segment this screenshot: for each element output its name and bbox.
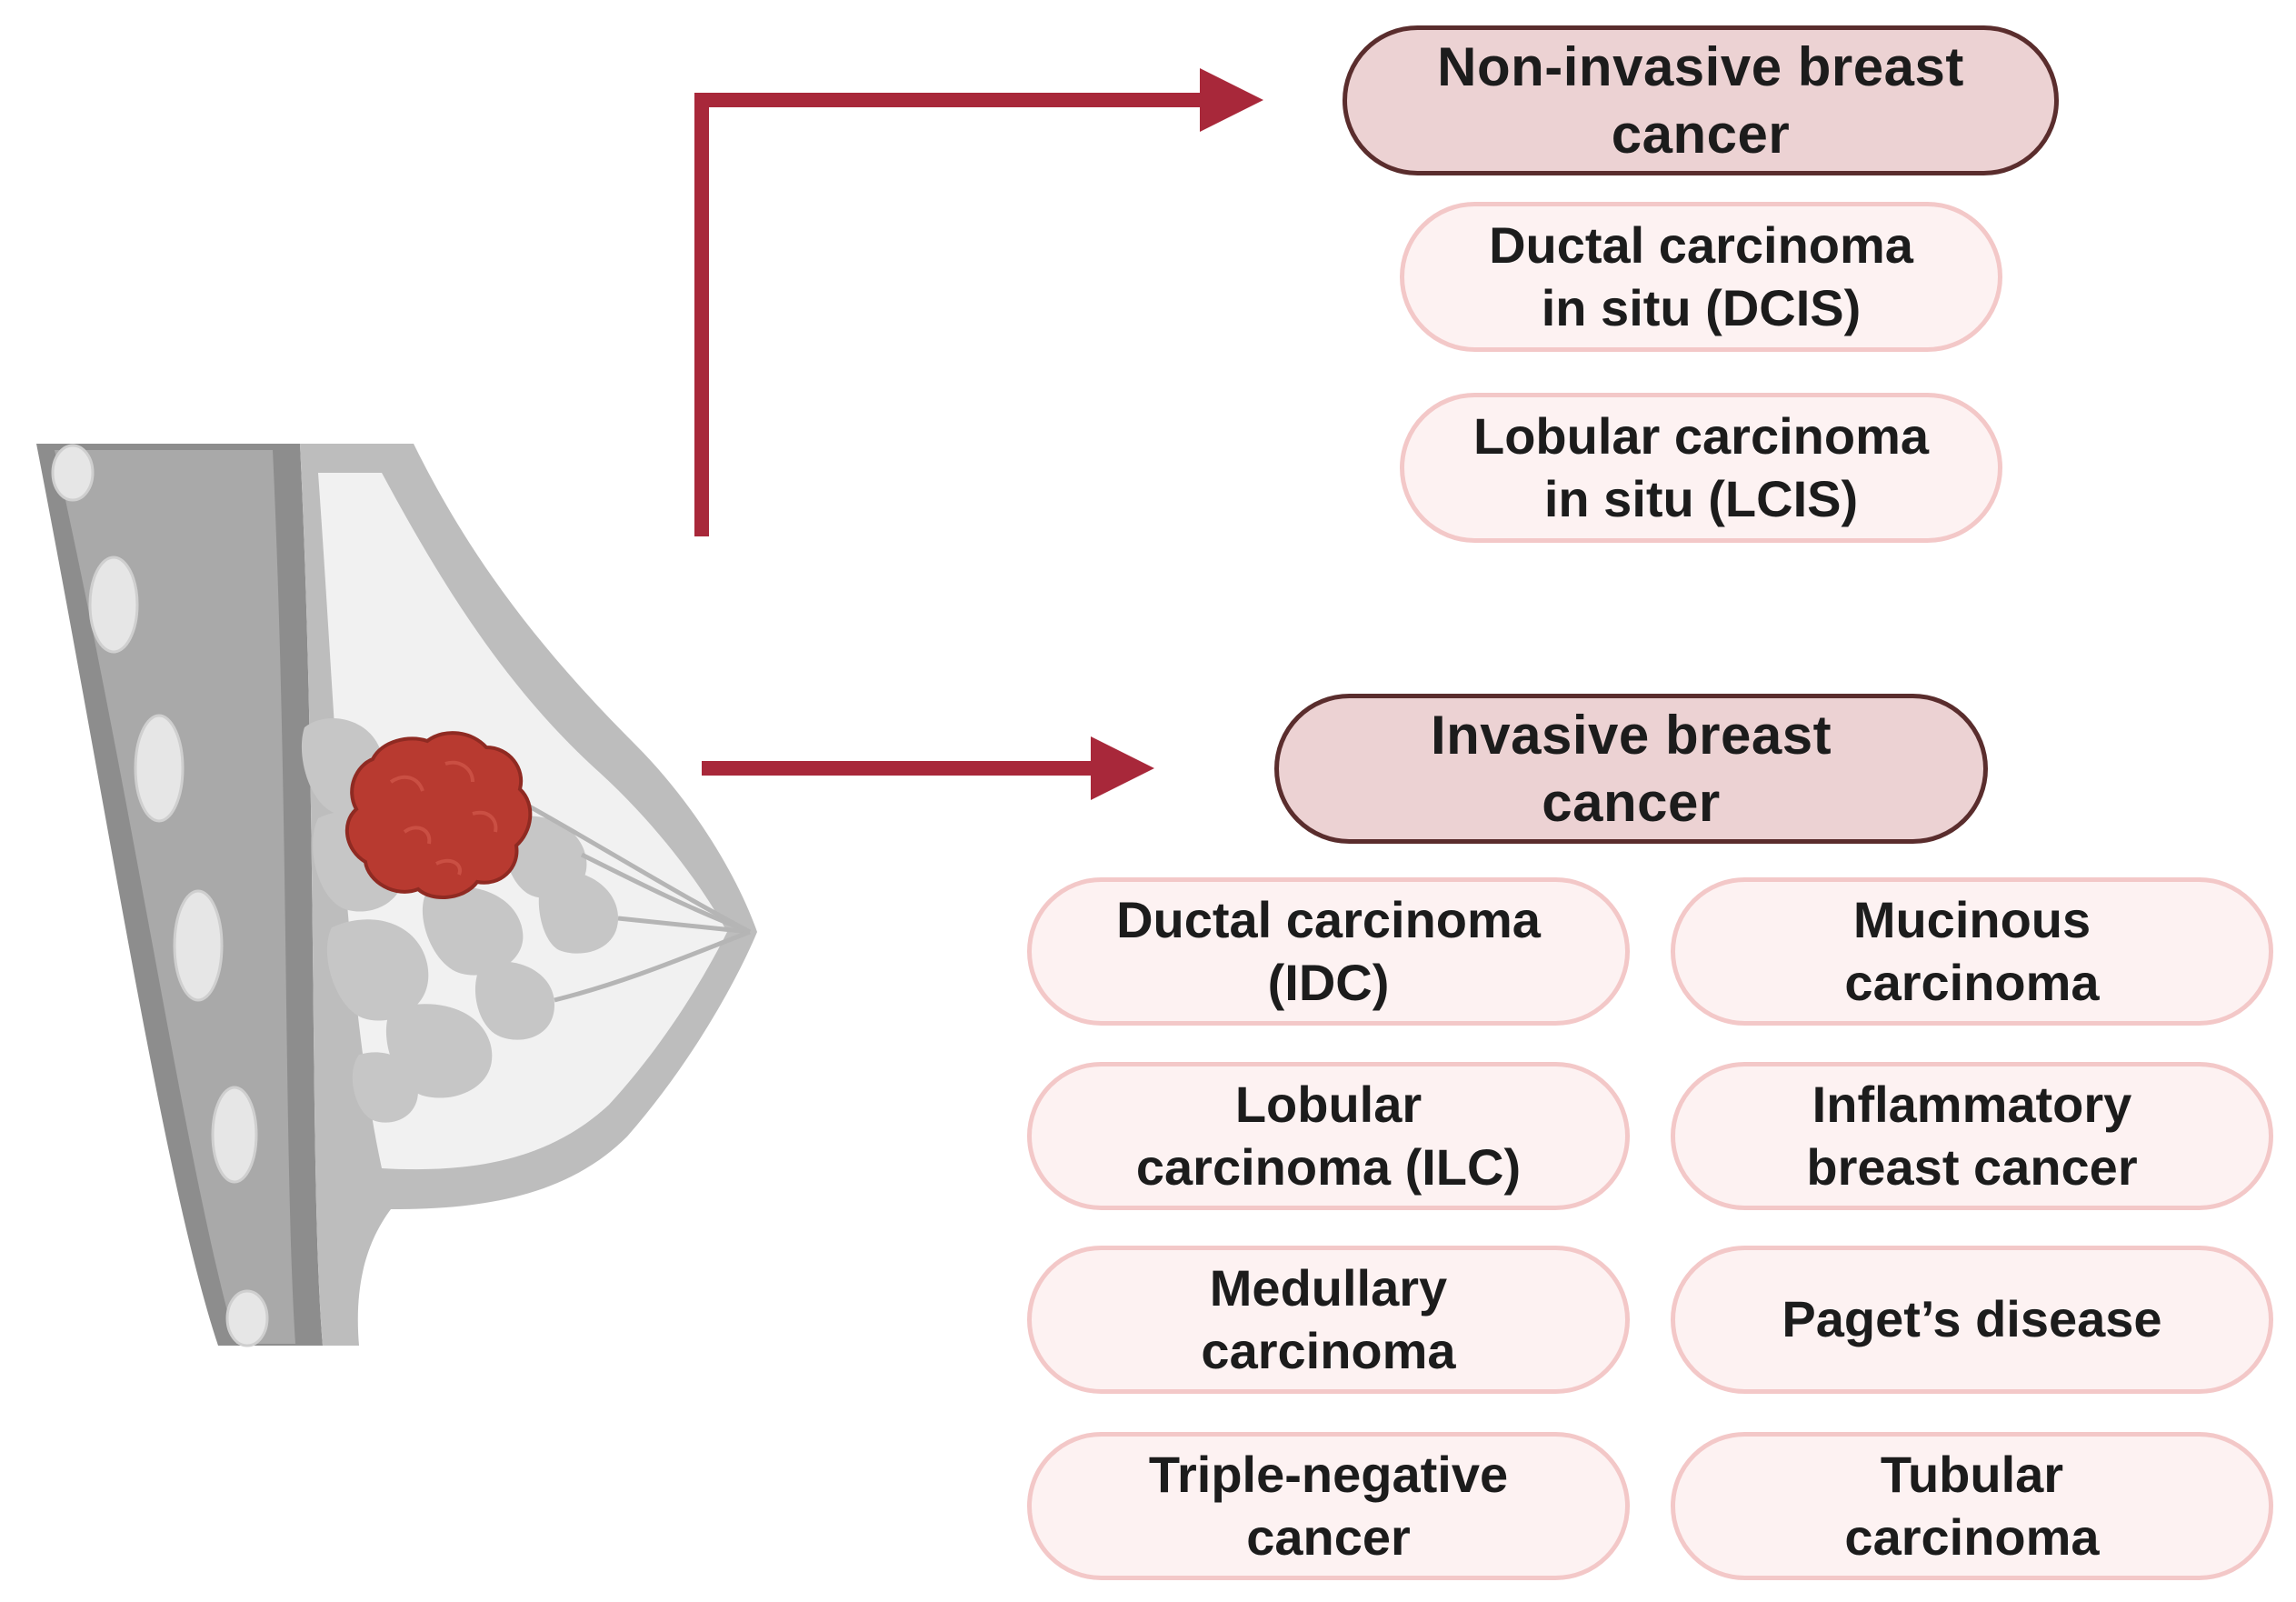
ribs [51, 444, 269, 1347]
arrow-head-non-invasive-icon [1200, 68, 1263, 132]
ilc-item: Lobular carcinoma (ILC) [1027, 1062, 1630, 1210]
dcis-item: Ductal carcinoma in situ (DCIS) [1400, 202, 2002, 352]
tumor [344, 731, 533, 900]
arrow-to-non-invasive [694, 93, 1213, 536]
tumor-texture [389, 760, 498, 876]
non-invasive-header: Non-invasive breast cancer [1343, 25, 2059, 175]
triple-negative-item: Triple-negative cancer [1027, 1432, 1630, 1580]
tubular-item: Tubular carcinoma [1671, 1432, 2273, 1580]
medullary-item: Medullary carcinoma [1027, 1246, 1630, 1394]
arrow-head-invasive-icon [1091, 736, 1154, 800]
lcis-item: Lobular carcinoma in situ (LCIS) [1400, 393, 2002, 543]
pagets-item: Paget’s disease [1671, 1246, 2273, 1394]
inflammatory-item: Inflammatory breast cancer [1671, 1062, 2273, 1210]
mucinous-item: Mucinous carcinoma [1671, 877, 2273, 1026]
invasive-header: Invasive breast cancer [1274, 694, 1988, 844]
idc-item: Ductal carcinoma (IDC) [1027, 877, 1630, 1026]
milk-ducts [516, 797, 752, 1003]
